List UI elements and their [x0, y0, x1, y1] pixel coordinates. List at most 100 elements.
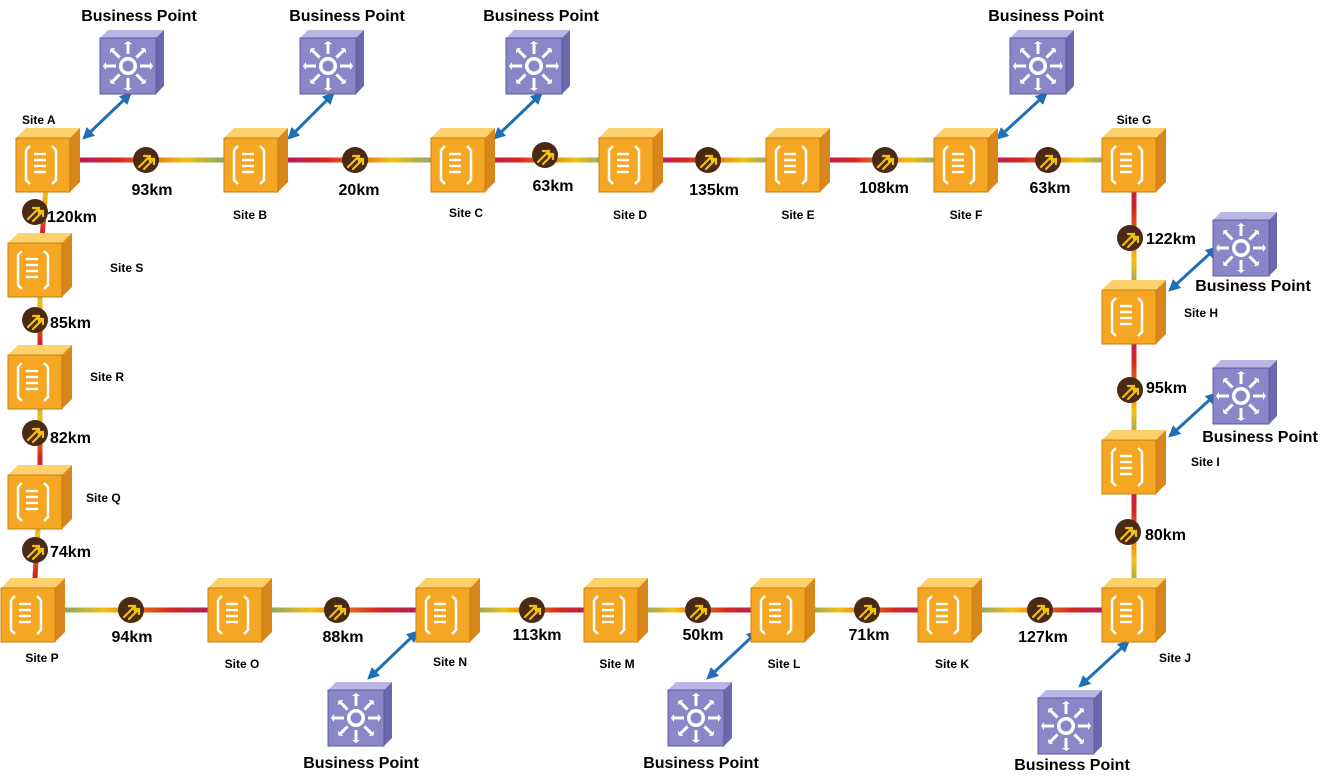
- site-label: Site K: [935, 657, 969, 671]
- business-point-link-H: [1168, 246, 1218, 292]
- site-label: Site A: [22, 113, 56, 127]
- site-label: Site H: [1184, 306, 1218, 320]
- router-icon[interactable]: [1009, 30, 1074, 95]
- link-distance-label: 93km: [132, 182, 173, 199]
- site-label: Site G: [1117, 113, 1152, 127]
- site-label: Site L: [768, 657, 801, 671]
- business-point-label: Business Point: [643, 755, 759, 772]
- link-distance-label: 74km: [50, 544, 91, 561]
- optical-node-icon[interactable]: [430, 128, 495, 193]
- optical-amplifier-icon: [22, 307, 48, 333]
- link-distance-label: 113km: [513, 627, 562, 644]
- optical-node-icon[interactable]: [933, 128, 998, 193]
- business-point-link-A: [82, 92, 132, 140]
- link-distance-label: 80km: [1145, 527, 1186, 544]
- optical-amplifier-icon: [1035, 147, 1061, 173]
- router-icon[interactable]: [505, 30, 570, 95]
- link-distance-label: 63km: [533, 178, 574, 195]
- optical-amplifier-icon: [1117, 377, 1143, 403]
- business-point-label: Business Point: [303, 755, 419, 772]
- business-point-link-B: [287, 92, 335, 140]
- site-label: Site C: [449, 206, 483, 220]
- router-icon[interactable]: [667, 682, 732, 747]
- site-label: Site R: [90, 370, 124, 384]
- site-label: Site N: [433, 655, 467, 669]
- site-label: Site J: [1159, 651, 1191, 665]
- router-icon[interactable]: [1212, 212, 1277, 277]
- link-distance-label: 50km: [683, 627, 724, 644]
- optical-node-icon[interactable]: [1101, 578, 1166, 643]
- optical-amplifier-icon: [695, 147, 721, 173]
- router-icon[interactable]: [1212, 360, 1277, 425]
- business-point-label: Business Point: [289, 8, 405, 25]
- optical-amplifier-icon: [133, 147, 159, 173]
- optical-node-icon[interactable]: [15, 128, 80, 193]
- link-distance-label: 108km: [859, 180, 909, 197]
- optical-node-icon[interactable]: [598, 128, 663, 193]
- business-point-link-J: [1078, 640, 1130, 688]
- fiber-links: [30, 157, 1137, 613]
- amplifiers: [22, 142, 1143, 623]
- business-point-label: Business Point: [1014, 757, 1130, 774]
- site-label: Site Q: [86, 491, 121, 505]
- business-point-label: Business Point: [1195, 278, 1311, 295]
- optical-amplifier-icon: [532, 142, 558, 168]
- optical-node-icon[interactable]: [917, 578, 982, 643]
- business-points: [99, 30, 1277, 755]
- optical-amplifier-icon: [1027, 597, 1053, 623]
- business-point-label: Business Point: [1202, 429, 1318, 446]
- site-label: Site E: [781, 208, 814, 222]
- business-point-label: Business Point: [483, 8, 599, 25]
- business-point-label: Business Point: [988, 8, 1104, 25]
- business-point-link-L: [706, 630, 759, 680]
- optical-node-icon[interactable]: [583, 578, 648, 643]
- optical-amplifier-icon: [22, 537, 48, 563]
- optical-node-icon[interactable]: [415, 578, 480, 643]
- optical-node-icon[interactable]: [765, 128, 830, 193]
- business-point-label: Business Point: [81, 8, 197, 25]
- optical-node-icon[interactable]: [7, 345, 72, 410]
- link-distance-label: 71km: [849, 627, 890, 644]
- optical-amplifier-icon: [1115, 519, 1141, 545]
- router-icon[interactable]: [99, 30, 164, 95]
- optical-node-icon[interactable]: [750, 578, 815, 643]
- site-label: Site I: [1191, 455, 1220, 469]
- optical-node-icon[interactable]: [207, 578, 272, 643]
- router-icon[interactable]: [299, 30, 364, 95]
- business-point-link-N: [367, 630, 419, 680]
- optical-amplifier-icon: [854, 597, 880, 623]
- optical-amplifier-icon: [324, 597, 350, 623]
- optical-node-icon[interactable]: [7, 465, 72, 530]
- optical-amplifier-icon: [22, 199, 48, 225]
- optical-amplifier-icon: [342, 147, 368, 173]
- link-distance-label: 63km: [1030, 180, 1071, 197]
- link-distance-label: 94km: [112, 629, 153, 646]
- router-icon[interactable]: [1037, 690, 1102, 755]
- business-point-links: [82, 92, 1218, 688]
- optical-amplifier-icon: [118, 597, 144, 623]
- optical-node-icon[interactable]: [223, 128, 288, 193]
- optical-amplifier-icon: [22, 420, 48, 446]
- optical-node-icon[interactable]: [7, 233, 72, 298]
- optical-amplifier-icon: [519, 597, 545, 623]
- site-label: Site M: [599, 657, 634, 671]
- link-distance-label: 120km: [47, 209, 97, 226]
- link-distance-label: 95km: [1146, 380, 1187, 397]
- site-label: Site F: [950, 208, 983, 222]
- router-icon[interactable]: [327, 682, 392, 747]
- optical-amplifier-icon: [1117, 225, 1143, 251]
- optical-node-icon[interactable]: [1101, 128, 1166, 193]
- business-point-link-I: [1168, 392, 1218, 438]
- link-distance-label: 88km: [323, 629, 364, 646]
- optical-node-icon[interactable]: [1101, 430, 1166, 495]
- site-nodes: [0, 128, 1166, 643]
- optical-node-icon[interactable]: [0, 578, 65, 643]
- optical-node-icon[interactable]: [1101, 280, 1166, 345]
- link-distance-label: 135km: [689, 182, 739, 199]
- site-label: Site D: [613, 208, 647, 222]
- site-label: Site B: [233, 208, 267, 222]
- business-point-link-F: [996, 92, 1048, 140]
